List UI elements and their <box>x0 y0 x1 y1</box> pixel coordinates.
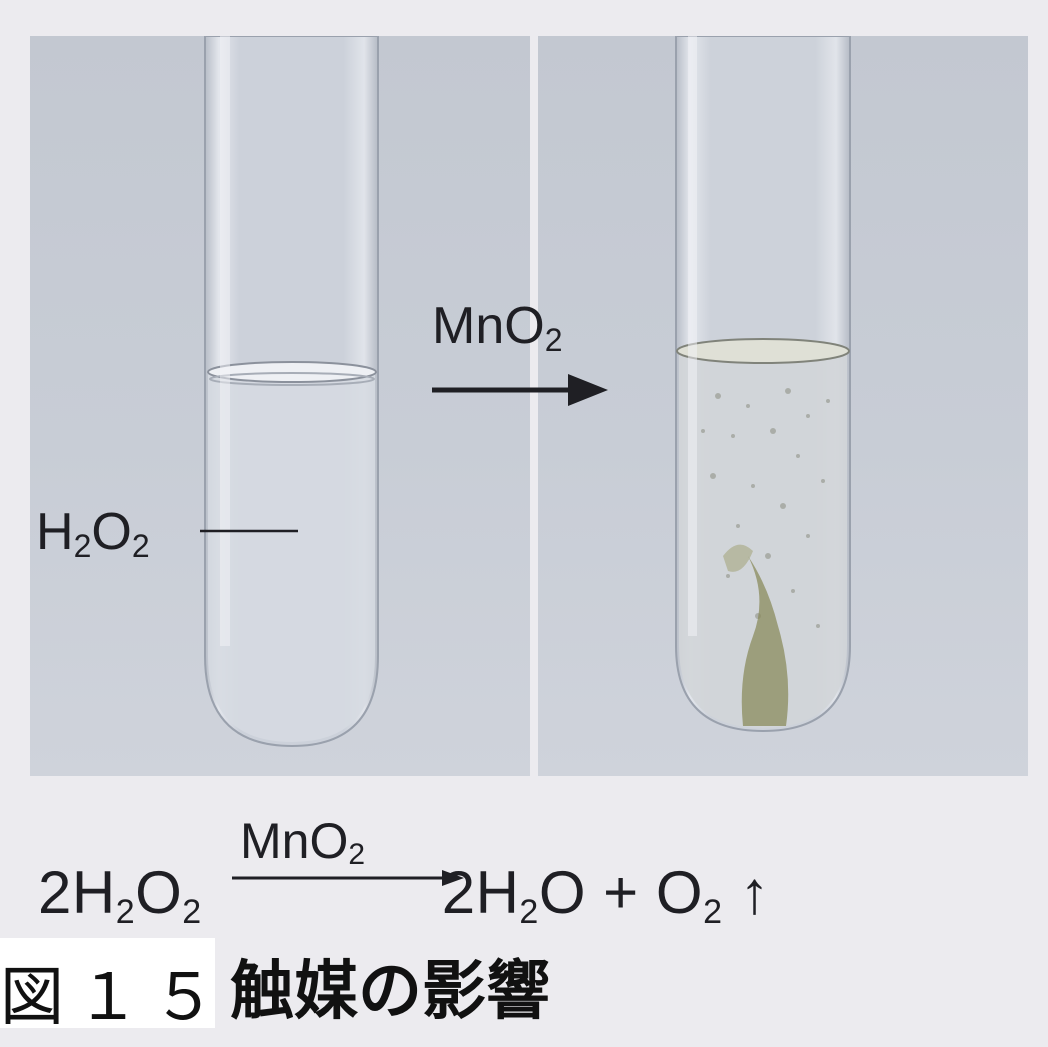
mno2-sediment <box>741 556 789 726</box>
h2o2-label: H2O2 <box>36 503 150 564</box>
equation-arrow-icon <box>232 870 464 886</box>
reaction-arrow-icon <box>432 374 608 406</box>
mno2-reagent-label: MnO2 <box>432 297 563 358</box>
figure-title: 触媒の影響 <box>230 955 550 1029</box>
liquid-reacting <box>679 348 847 728</box>
equation-lhs: 2H2O2 <box>38 859 202 931</box>
equation-rhs: 2H2O + O2 ↑ <box>441 859 771 931</box>
test-tube-illustration <box>200 36 379 748</box>
liquid-h2o2 <box>208 371 375 742</box>
bubbling-test-tube-illustration <box>675 36 851 733</box>
right-photo-mno2-reaction <box>538 36 1028 776</box>
equation-catalyst-label: MnO2 <box>240 813 366 871</box>
foam-surface <box>676 338 850 364</box>
figure-number-box <box>0 938 215 1028</box>
figure-number: 図１５ <box>0 961 228 1035</box>
chemical-equation: 2H2O2 2H2O + O2 ↑ <box>38 858 770 932</box>
left-photo-h2o2: H2O2 <box>30 36 530 776</box>
